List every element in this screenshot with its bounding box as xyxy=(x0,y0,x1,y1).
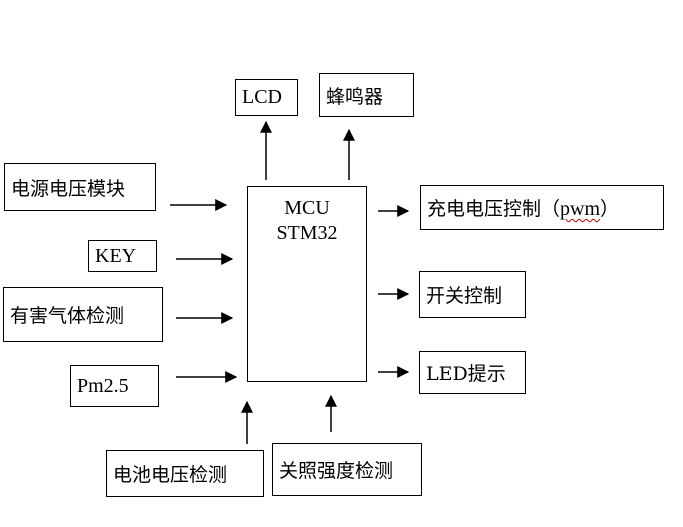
mcu-block: MCU STM32 xyxy=(247,186,367,382)
power-module-label: 电源电压模块 xyxy=(11,177,126,200)
battery-detect-label: 电池电压检测 xyxy=(113,464,228,486)
lcd-label: LCD xyxy=(242,86,282,108)
mcu-label: MCU xyxy=(284,197,330,219)
pm25-label: Pm2.5 xyxy=(77,374,129,397)
charge-control-box: 充电电压控制（pwm） xyxy=(420,185,664,230)
power-module-box: 电源电压模块 xyxy=(4,163,156,211)
light-detect-box: 关照强度检测 xyxy=(272,443,422,496)
charge-control-label: 充电电压控制（pwm） xyxy=(427,198,620,220)
lcd-box: LCD xyxy=(235,79,298,116)
switch-control-box: 开关控制 xyxy=(419,271,526,318)
buzzer-box: 蜂鸣器 xyxy=(319,73,414,117)
key-label: KEY xyxy=(95,244,137,267)
mcu-model-label: STM32 xyxy=(276,222,338,244)
gas-detect-box: 有害气体检测 xyxy=(3,287,163,342)
light-detect-label: 关照强度检测 xyxy=(279,460,394,482)
pwm-text: pwm xyxy=(560,198,601,220)
led-indicator-label: LED提示 xyxy=(426,363,506,385)
led-indicator-box: LED提示 xyxy=(419,351,526,394)
pm25-box: Pm2.5 xyxy=(70,365,159,407)
key-box: KEY xyxy=(88,240,157,272)
buzzer-label: 蜂鸣器 xyxy=(326,85,384,108)
switch-control-label: 开关控制 xyxy=(426,285,503,307)
battery-detect-box: 电池电压检测 xyxy=(106,450,264,497)
gas-detect-label: 有害气体检测 xyxy=(10,305,125,327)
